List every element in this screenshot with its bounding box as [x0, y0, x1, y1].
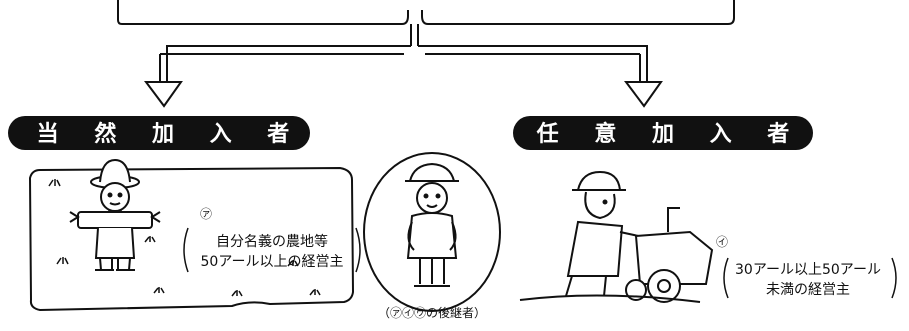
farmland-illustration [28, 166, 355, 312]
split-connector [159, 24, 648, 82]
optional-member-heading: 任 意 加 入 者 [513, 116, 813, 150]
left-down-arrow-icon [144, 81, 183, 108]
mandatory-member-heading: 当 然 加 入 者 [8, 116, 310, 150]
successor-caption: （㋐㋑㋒の後継者） [378, 305, 486, 320]
optional-caption-line2: 未満の経営主 [766, 282, 850, 298]
mandatory-caption-line1: 自分名義の農地等 [216, 233, 328, 250]
optional-caption-line1: 30アール以上50アール [735, 262, 881, 278]
successor-illustration [363, 152, 501, 312]
optional-circle-mark: ㋑ [716, 235, 728, 249]
optional-caption-bracket [723, 257, 897, 299]
optional-member-title: 任 意 加 入 者 [536, 121, 804, 147]
right-down-arrow-icon [624, 81, 663, 108]
mandatory-circle-mark: ㋐ [200, 207, 212, 221]
mandatory-caption-bracket [183, 227, 361, 273]
top-bracket [117, 0, 735, 25]
tiller-operator-illustration [519, 170, 714, 303]
mandatory-caption-line2: 50アール以上の経営主 [201, 254, 344, 270]
mandatory-member-title: 当 然 加 入 者 [37, 121, 304, 147]
farmer-owner-figure [69, 158, 161, 271]
